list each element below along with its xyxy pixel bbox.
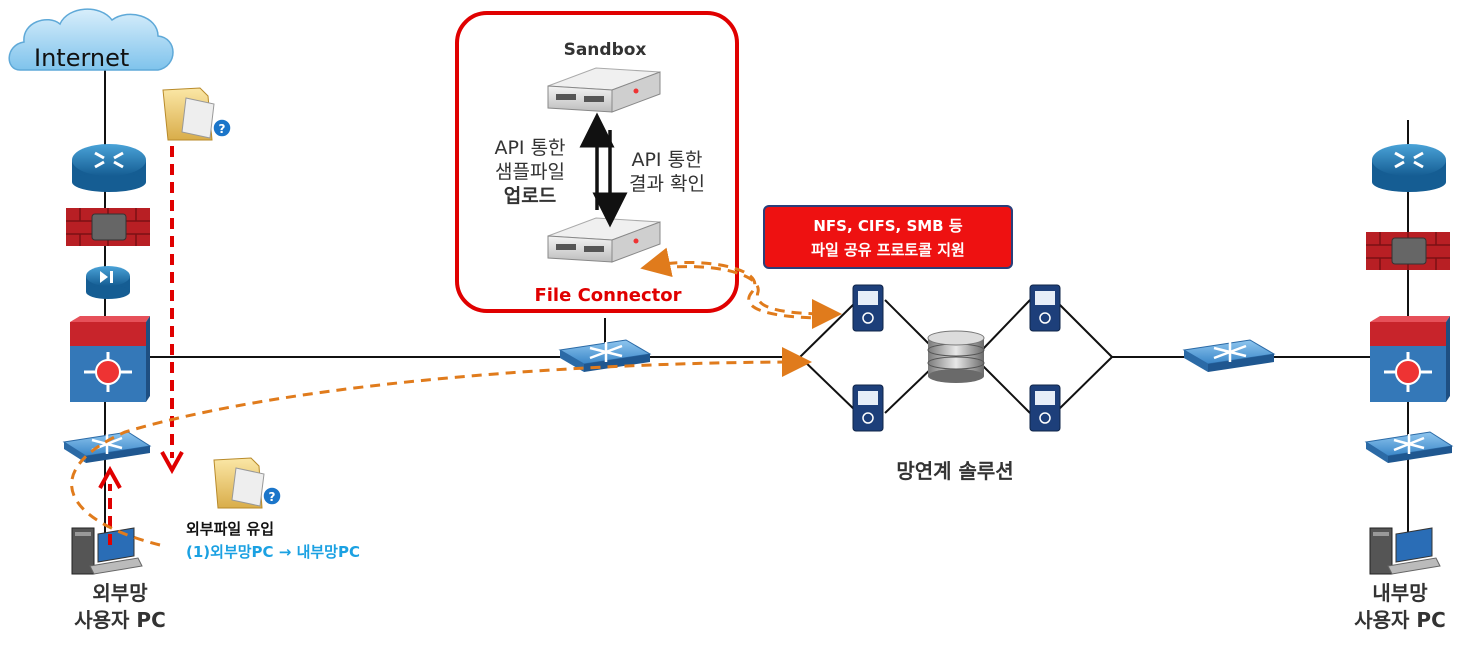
folder-icon: ? (213, 457, 282, 509)
data-flow-arrows (70, 247, 842, 547)
switch-icon (1364, 431, 1454, 463)
l3-switch-icon (1370, 316, 1450, 402)
switch-icon (558, 339, 652, 372)
internal-user-label: 내부망 사용자 PC (1340, 580, 1460, 634)
server-node-icon (852, 384, 884, 432)
internal-pc-icon (1369, 527, 1441, 575)
file-inflow-arrow (108, 146, 174, 545)
firewall-icon (1366, 232, 1450, 270)
api-arrows (579, 112, 628, 228)
api-upload-line3: 업로드 (503, 185, 557, 207)
internal-user-line1: 내부망 (1372, 581, 1428, 605)
file-connector-label: File Connector (534, 285, 682, 306)
solution-label: 망연계 솔루션 (896, 459, 1014, 483)
protocol-callout: NFS, CIFS, SMB 등 파일 공유 프로토콜 지원 (763, 205, 1013, 269)
ips-icon (86, 266, 130, 299)
router-icon (1372, 144, 1446, 192)
external-pc-icon (71, 527, 143, 575)
arrowhead (160, 451, 184, 475)
inflow-title: 외부파일 유입 (186, 520, 275, 538)
external-user-line1: 외부망 (92, 581, 148, 605)
api-result-line1: API 통한 (631, 149, 703, 171)
database-icon (927, 330, 985, 383)
router-icon (72, 144, 146, 192)
sandbox-server-icon (547, 67, 661, 113)
internet-label: Internet (34, 44, 130, 72)
switch-icon (62, 431, 152, 463)
protocol-line2: 파일 공유 프로토콜 지원 (811, 241, 965, 259)
server-node-icon (852, 284, 884, 332)
folder-icon: ? (162, 87, 232, 141)
svg-text:?: ? (269, 490, 276, 504)
api-result-line2: 결과 확인 (629, 173, 705, 195)
api-upload-line2: 샘플파일 (495, 161, 565, 183)
api-upload-line1: API 통한 (494, 137, 566, 159)
external-user-label: 외부망 사용자 PC (60, 580, 180, 634)
server-node-icon (1029, 384, 1061, 432)
internet-cloud-icon (8, 8, 174, 71)
protocol-line1: NFS, CIFS, SMB 등 (813, 217, 963, 235)
svg-text:?: ? (219, 122, 226, 136)
server-node-icon (1029, 284, 1061, 332)
connection-lines (104, 60, 1409, 545)
highlight-box (455, 11, 739, 313)
switch-icon (1182, 339, 1276, 372)
sandbox-label: Sandbox (563, 40, 647, 60)
api-upload-label: API 통한 샘플파일 업로드 (470, 136, 590, 208)
firewall-icon (66, 208, 150, 246)
internal-user-line2: 사용자 PC (1354, 608, 1446, 632)
l3-switch-icon (70, 316, 150, 402)
inflow-subtitle: (1)외부망PC → 내부망PC (186, 543, 360, 561)
arrowhead (98, 465, 122, 489)
api-result-label: API 통한 결과 확인 (612, 148, 722, 196)
external-user-line2: 사용자 PC (74, 608, 166, 632)
file-connector-server-icon (547, 217, 661, 263)
